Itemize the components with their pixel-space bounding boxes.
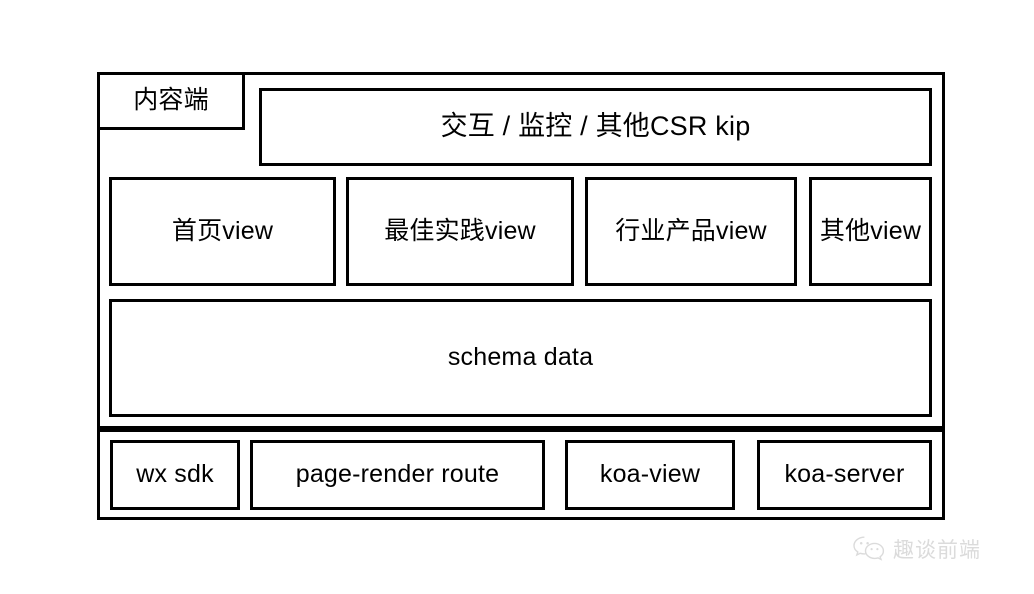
watermark-text: 趣谈前端 xyxy=(893,539,981,562)
watermark: 趣谈前端 xyxy=(852,534,981,564)
service-box-koa-server: koa-server xyxy=(757,440,932,510)
service-label-page-render-route: page-render route xyxy=(295,460,500,489)
view-label-other: 其他view xyxy=(819,216,922,245)
service-box-page-render-route: page-render route xyxy=(250,440,545,510)
view-box-other: 其他view xyxy=(809,177,932,286)
service-label-koa-view: koa-view xyxy=(599,460,701,489)
csr-capability-label: 交互 / 监控 / 其他CSR kip xyxy=(440,111,751,142)
view-label-home: 首页view xyxy=(171,216,274,245)
service-label-koa-server: koa-server xyxy=(784,460,905,489)
view-label-best-practice: 最佳实践view xyxy=(384,216,536,245)
view-box-home: 首页view xyxy=(109,177,336,286)
tier-tag-content-side: 内容端 xyxy=(97,72,245,130)
view-label-industry-product: 行业产品view xyxy=(615,216,767,245)
view-box-best-practice: 最佳实践view xyxy=(346,177,574,286)
schema-data-label: schema data xyxy=(447,343,594,372)
service-box-koa-view: koa-view xyxy=(565,440,735,510)
service-label-wx-sdk: wx sdk xyxy=(136,460,214,489)
service-box-wx-sdk: wx sdk xyxy=(110,440,240,510)
wechat-logo-icon xyxy=(853,536,885,561)
view-box-industry-product: 行业产品view xyxy=(585,177,797,286)
csr-capability-banner: 交互 / 监控 / 其他CSR kip xyxy=(259,88,932,166)
schema-data-block: schema data xyxy=(109,299,932,417)
tier-tag-label: 内容端 xyxy=(133,86,209,115)
